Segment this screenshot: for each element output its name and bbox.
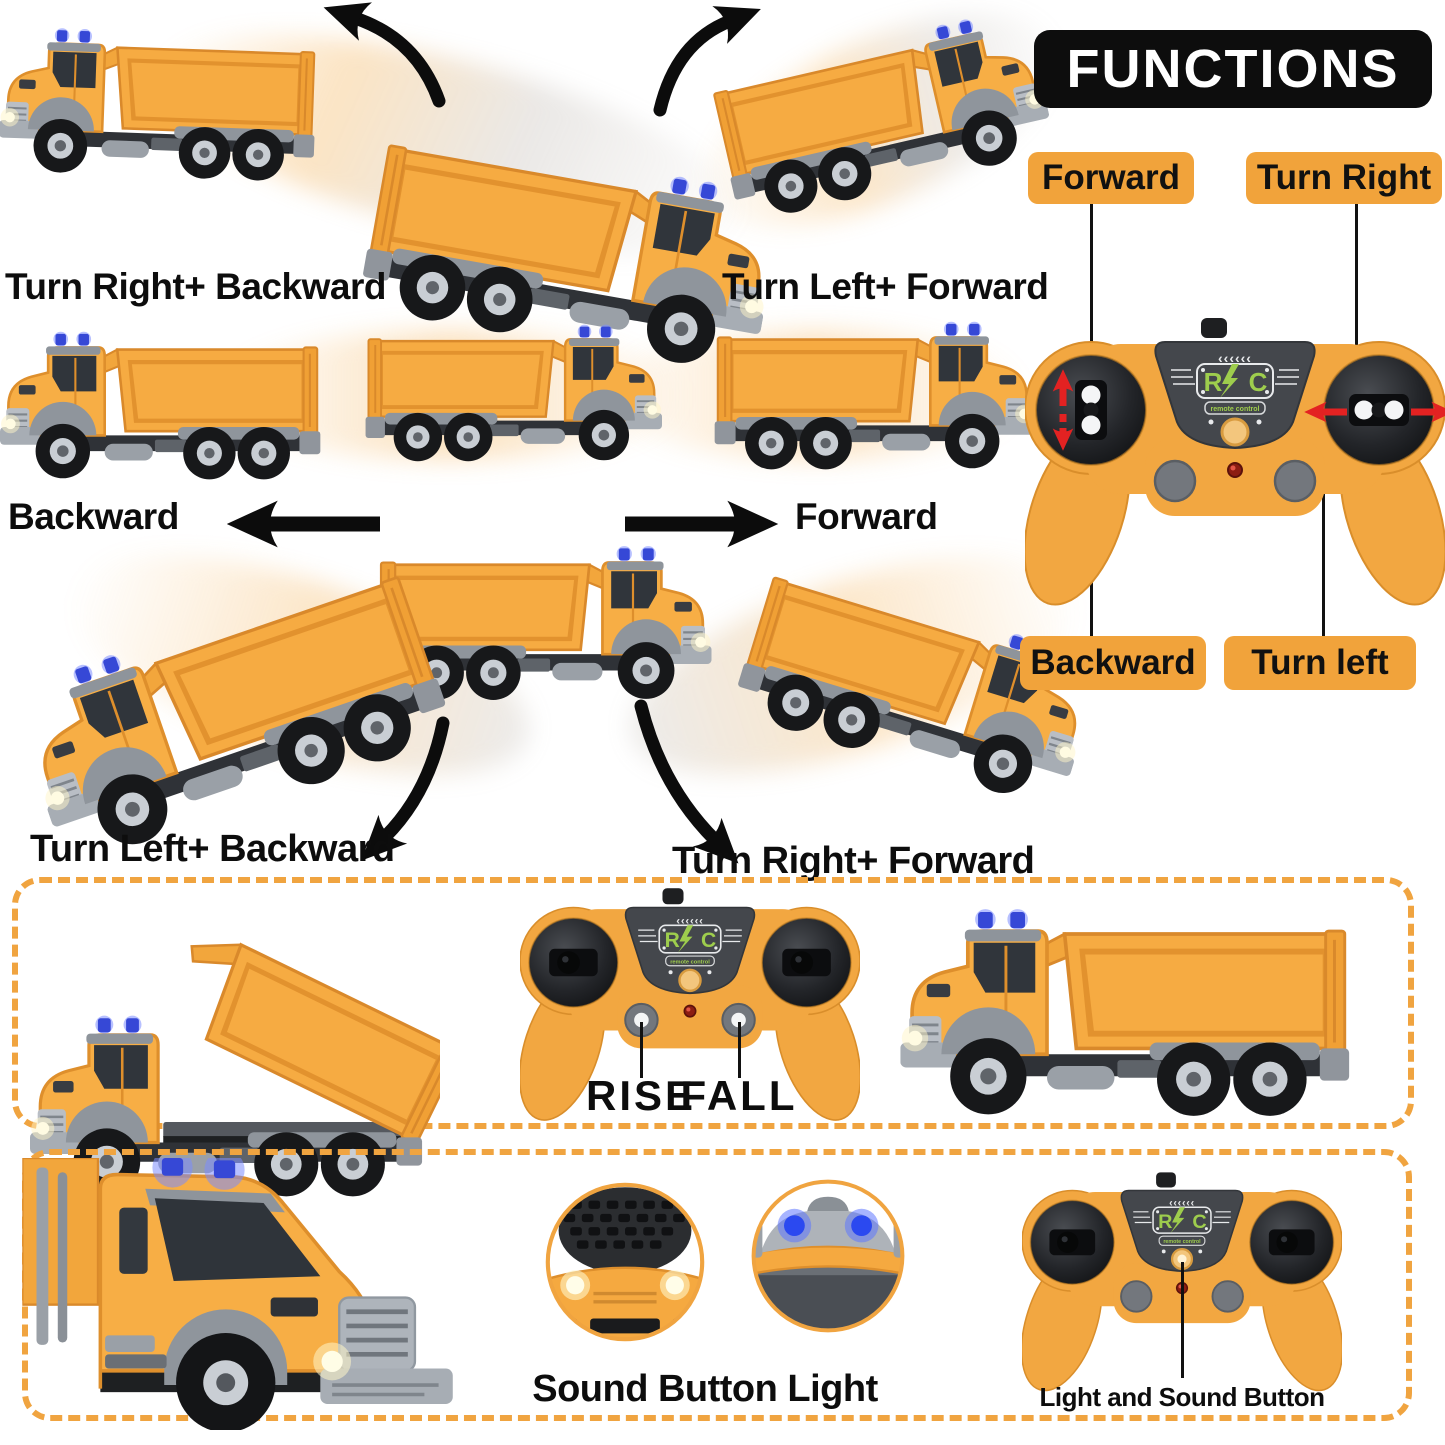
label-backward: Backward (8, 496, 179, 537)
callout-turn-right: Turn Right (1246, 152, 1442, 204)
label-forward: Forward (795, 496, 938, 537)
curved-arrow-up-right-icon (653, 6, 761, 117)
label-fall: FALL (680, 1072, 798, 1119)
arrow-left-icon (226, 500, 380, 548)
dump-truck-row2-left (0, 318, 335, 491)
functions-title: FUNCTIONS (1034, 30, 1432, 108)
label-light-and-sound-button: Light and Sound Button (1039, 1382, 1325, 1412)
fall-callout-line (738, 1022, 741, 1078)
callout-forward: Forward (1028, 152, 1194, 204)
label-turn-right-forward: Turn Right+ Forward (672, 840, 1035, 882)
label-rise: RISE (585, 1072, 697, 1119)
light-sound-callout-line (1181, 1262, 1184, 1378)
label-sound-button-light: Sound Button Light (532, 1368, 878, 1410)
dump-truck-bed-raised (30, 858, 440, 1140)
remote-controller-main (1025, 318, 1445, 618)
remote-controller-light-sound (1022, 1172, 1342, 1401)
callout-turn-left: Turn left (1224, 636, 1416, 690)
callout-line-turn-left (1322, 445, 1325, 636)
callout-line-turn-right (1355, 204, 1358, 412)
dump-truck-row2-middle (352, 312, 662, 472)
label-turn-left-backward: Turn Left+ Backward (30, 828, 395, 870)
truck-roof-lights-closeup (751, 1179, 905, 1333)
curved-arrow-up-left-icon (323, 2, 446, 108)
curved-arrow-down-right-icon (634, 699, 739, 864)
dump-truck-row2-right (700, 308, 1035, 481)
dump-truck-box1-right (900, 890, 1370, 1132)
dump-truck-top-left (0, 12, 333, 194)
arrow-right-icon (625, 500, 779, 548)
curved-arrow-down-left-icon (361, 716, 450, 861)
label-turn-left-forward: Turn Left+ Forward (722, 266, 1049, 307)
callout-line-forward (1090, 204, 1093, 394)
remote-controller-rise-fall (520, 888, 860, 1131)
truck-cab-closeup (22, 1158, 472, 1430)
truck-front-lights-closeup (545, 1182, 705, 1342)
rise-fall-section-box (12, 877, 1414, 1129)
functions-title-text: FUNCTIONS (1066, 39, 1400, 99)
callout-backward: Backward (1020, 636, 1206, 690)
rise-callout-line (640, 1022, 643, 1078)
red-direction-arrows-icon (1052, 369, 1445, 451)
label-turn-right-backward: Turn Right+ Backward (5, 266, 386, 307)
